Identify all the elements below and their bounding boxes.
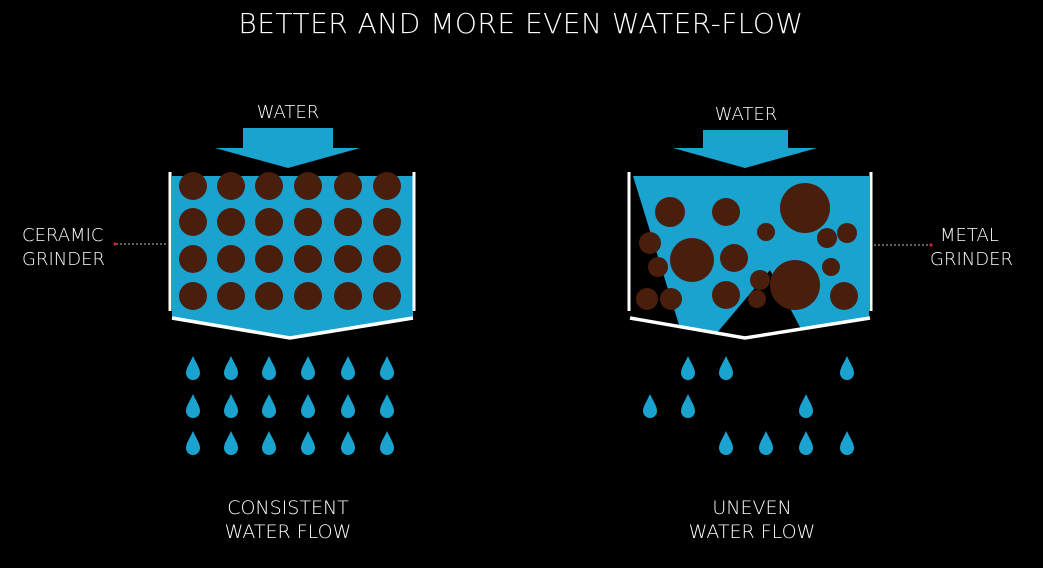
water-drop-icon — [224, 431, 238, 455]
ceramic-grinder-panel: WATER CERAMIC GRINDER CONSISTENT WATER F… — [22, 102, 416, 543]
water-drop-icon — [799, 394, 813, 418]
water-drop-icon — [262, 394, 276, 418]
left-water-label: WATER — [257, 102, 320, 123]
left-water-arrow-icon — [215, 128, 360, 168]
coffee-ground-particle — [655, 197, 685, 227]
water-drop-icon — [719, 356, 733, 380]
metal-label-line2: GRINDER — [930, 249, 1013, 270]
coffee-ground-particle — [720, 244, 748, 272]
water-drop-icon — [341, 394, 355, 418]
coffee-ground-particle — [648, 257, 668, 277]
coffee-ground-particle — [817, 228, 837, 248]
coffee-ground-particle — [334, 282, 362, 310]
left-caption-line2: WATER FLOW — [225, 521, 352, 543]
coffee-ground-particle — [712, 281, 740, 309]
coffee-ground-particle — [255, 172, 283, 200]
coffee-ground-particle — [334, 245, 362, 273]
right-water-label: WATER — [715, 104, 778, 125]
water-drop-icon — [643, 394, 657, 418]
water-drop-icon — [380, 431, 394, 455]
coffee-ground-particle — [255, 245, 283, 273]
left-caption-line1: CONSISTENT — [227, 497, 349, 519]
water-drop-icon — [799, 431, 813, 455]
water-drop-icon — [262, 431, 276, 455]
coffee-ground-particle — [217, 172, 245, 200]
coffee-ground-particle — [294, 208, 322, 236]
coffee-ground-particle — [757, 223, 775, 241]
water-drop-icon — [759, 431, 773, 455]
right-water-arrow-icon — [673, 130, 817, 168]
water-drop-icon — [301, 431, 315, 455]
water-drop-icon — [719, 431, 733, 455]
metal-label-line1: METAL — [940, 225, 999, 246]
coffee-ground-particle — [712, 198, 740, 226]
coffee-ground-particle — [748, 290, 766, 308]
coffee-ground-particle — [294, 245, 322, 273]
coffee-ground-particle — [373, 282, 401, 310]
left-water-drops — [186, 356, 394, 455]
water-drop-icon — [681, 394, 695, 418]
coffee-ground-particle — [373, 208, 401, 236]
coffee-ground-particle — [750, 270, 770, 290]
coffee-ground-particle — [660, 288, 682, 310]
water-drop-icon — [681, 356, 695, 380]
coffee-ground-particle — [373, 172, 401, 200]
water-drop-icon — [301, 394, 315, 418]
water-drop-icon — [380, 356, 394, 380]
water-drop-icon — [186, 431, 200, 455]
left-funnel-bottom — [171, 316, 414, 340]
right-funnel-bottom — [629, 316, 871, 340]
ceramic-pointer-dot — [113, 242, 117, 246]
right-water-drops — [643, 356, 854, 455]
water-drop-icon — [186, 356, 200, 380]
water-drop-icon — [301, 356, 315, 380]
coffee-ground-particle — [830, 282, 858, 310]
metal-grinder-panel: WATER METAL GRINDER UNEVEN WATER FLOW — [627, 104, 1013, 543]
coffee-ground-particle — [639, 232, 661, 254]
coffee-ground-particle — [255, 208, 283, 236]
coffee-ground-particle — [255, 282, 283, 310]
coffee-ground-particle — [670, 238, 714, 282]
water-drop-icon — [840, 356, 854, 380]
water-drop-icon — [186, 394, 200, 418]
coffee-ground-particle — [217, 245, 245, 273]
water-drop-icon — [224, 394, 238, 418]
coffee-ground-particle — [373, 245, 401, 273]
ceramic-label-line1: CERAMIC — [22, 225, 103, 246]
coffee-ground-particle — [334, 208, 362, 236]
coffee-ground-particle — [837, 223, 857, 243]
water-drop-icon — [341, 356, 355, 380]
left-coffee-grounds — [179, 172, 401, 310]
coffee-ground-particle — [334, 172, 362, 200]
diagram-title: BETTER AND MORE EVEN WATER-FLOW — [238, 7, 803, 40]
metal-pointer-dot — [929, 243, 933, 247]
coffee-ground-particle — [294, 282, 322, 310]
water-drop-icon — [341, 431, 355, 455]
coffee-ground-particle — [294, 172, 322, 200]
ceramic-label-line2: GRINDER — [22, 249, 105, 270]
right-coffee-grounds — [636, 183, 858, 310]
coffee-ground-particle — [780, 183, 830, 233]
coffee-ground-particle — [179, 208, 207, 236]
water-drop-icon — [262, 356, 276, 380]
coffee-ground-particle — [770, 260, 820, 310]
coffee-ground-particle — [822, 258, 840, 276]
coffee-ground-particle — [179, 172, 207, 200]
coffee-ground-particle — [636, 288, 658, 310]
water-drop-icon — [840, 431, 854, 455]
water-drop-icon — [380, 394, 394, 418]
coffee-ground-particle — [217, 282, 245, 310]
coffee-ground-particle — [179, 245, 207, 273]
coffee-ground-particle — [179, 282, 207, 310]
right-caption-line2: WATER FLOW — [689, 521, 816, 543]
water-drop-icon — [224, 356, 238, 380]
right-caption-line1: UNEVEN — [712, 497, 791, 519]
coffee-ground-particle — [217, 208, 245, 236]
